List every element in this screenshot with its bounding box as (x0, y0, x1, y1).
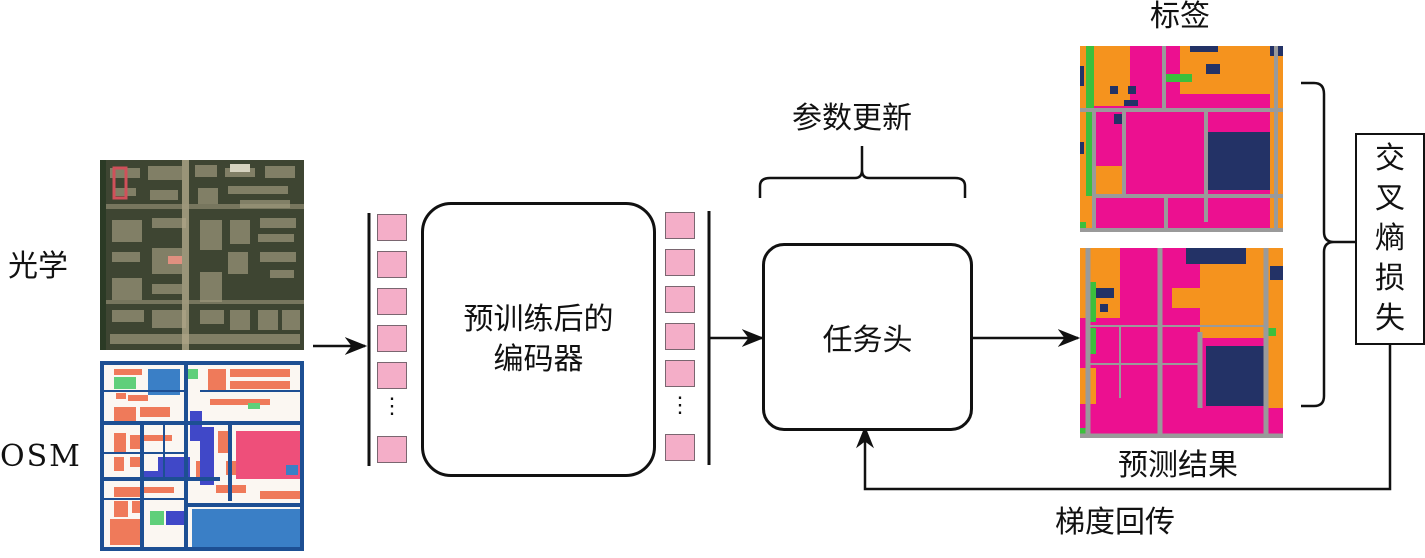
output-token (665, 286, 695, 313)
osm-image (100, 361, 304, 551)
loss-char: 叉 (1375, 181, 1405, 216)
optical-image-texture (100, 160, 304, 350)
input-token (377, 288, 407, 315)
output-token (665, 360, 695, 387)
input-token-ellipsis: ⋮ (381, 394, 403, 419)
optical-label: 光学 (8, 249, 68, 284)
input-token (377, 436, 407, 463)
prediction-map-segmentation (1080, 248, 1283, 438)
optical-image (100, 160, 304, 350)
task-head-box: 任务头 (762, 243, 973, 431)
parameter-update-label: 参数更新 (792, 101, 912, 136)
output-token (665, 323, 695, 350)
osm-image-map (100, 361, 304, 551)
gradient-feedback-label: 梯度回传 (1055, 505, 1175, 540)
cross-entropy-loss-box: 交 叉 熵 损 失 (1355, 133, 1425, 345)
task-head-label: 任务头 (822, 323, 913, 358)
label-map-segmentation (1080, 46, 1283, 232)
encoder-label-line2: 编码器 (493, 341, 584, 377)
label-map-image (1080, 46, 1283, 232)
pretrained-encoder-box: 预训练后的 编码器 (421, 202, 656, 477)
output-token (665, 249, 695, 276)
output-token-ellipsis: ⋮ (669, 393, 691, 418)
loss-char: 损 (1375, 261, 1405, 296)
gradient-feedback-line (856, 342, 1392, 491)
label-map-title: 标签 (1150, 0, 1210, 34)
input-token (377, 251, 407, 278)
prediction-map-title: 预测结果 (1118, 448, 1238, 483)
encoder-label-line1: 预训练后的 (463, 301, 614, 337)
loss-brace (1301, 81, 1356, 408)
prediction-map-image (1080, 248, 1283, 438)
input-token (377, 362, 407, 389)
input-token (377, 214, 407, 241)
loss-char: 熵 (1375, 221, 1405, 256)
loss-char: 交 (1375, 141, 1405, 176)
osm-label: OSM (0, 439, 82, 474)
loss-char: 失 (1375, 301, 1405, 336)
output-token (665, 434, 695, 461)
input-token (377, 325, 407, 352)
parameter-update-brace (758, 146, 967, 198)
output-token (665, 212, 695, 239)
